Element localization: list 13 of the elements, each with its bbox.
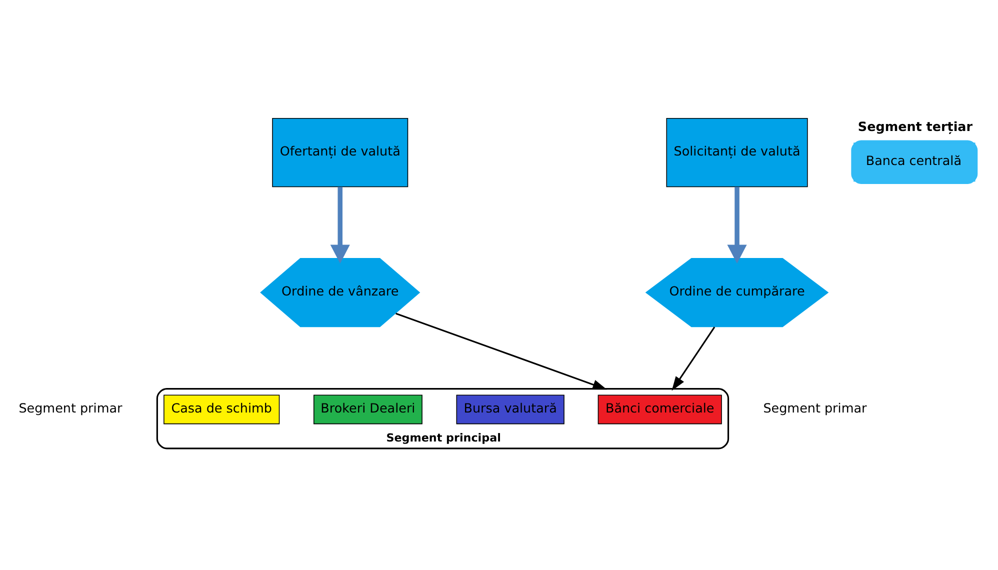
node-box: Bursa valutară <box>456 394 564 424</box>
arrow <box>396 312 607 390</box>
arrow <box>672 326 716 391</box>
node-box: Brokeri Dealeri <box>313 394 422 424</box>
arrow <box>727 186 747 264</box>
arrow <box>330 186 350 264</box>
node-box: Casa de schimb <box>164 394 280 424</box>
node-box: Solicitanți de valută <box>666 118 808 188</box>
label: Segment primar <box>18 400 122 416</box>
node-box: Ofertanți de valută <box>272 118 408 188</box>
node-box: Bănci comerciale <box>598 394 722 424</box>
node-label: Segment terțiar <box>858 118 973 134</box>
label: Segment primar <box>763 400 867 416</box>
